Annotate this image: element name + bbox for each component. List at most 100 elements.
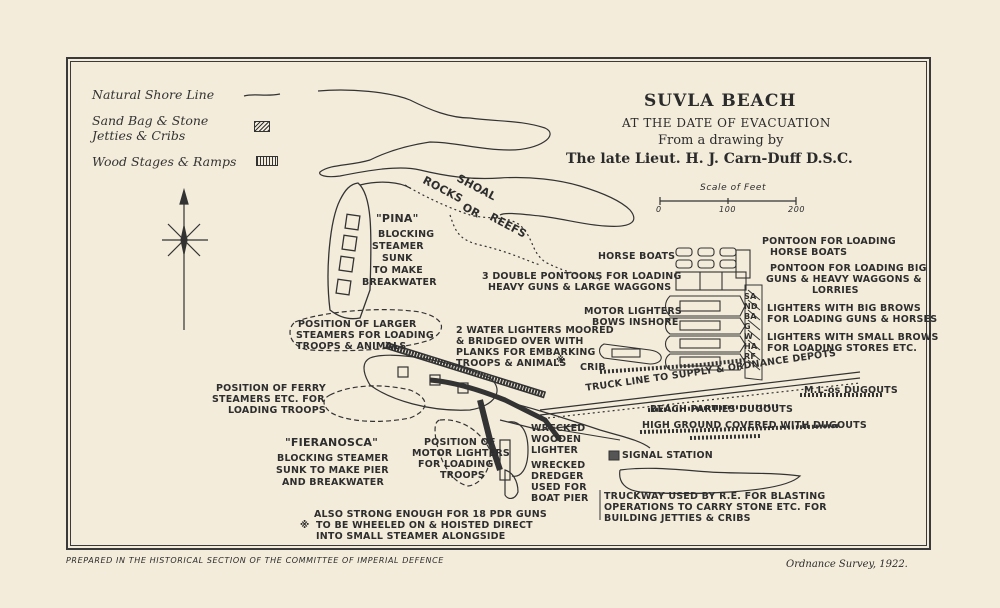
legend-sand-swatch	[254, 121, 270, 132]
motor-lighters-pos-1: POSITION OF	[424, 437, 496, 448]
pina-desc-1: BLOCKING	[378, 229, 435, 240]
wrecked-dredger-1: WRECKED	[531, 460, 586, 471]
pina-steamer	[327, 182, 372, 320]
motor-lighter-1	[598, 343, 662, 365]
legend-shore-sample	[243, 93, 281, 97]
scale-tick-100: 100	[719, 205, 737, 214]
also-strong-2: TO BE WHEELED ON & HOISTED DIRECT	[316, 520, 533, 531]
double-pontoons-2: HEAVY GUNS & LARGE WAGGONS	[488, 282, 672, 293]
water-lighters-3: PLANKS FOR EMBARKING	[456, 347, 596, 358]
wrecked-wooden-lighter	[507, 421, 529, 477]
ferry-3: LOADING TROOPS	[228, 405, 326, 416]
legend-wood-swatch	[256, 156, 278, 166]
map-frame-outer	[66, 57, 931, 550]
legend-sand-label-2: Jetties & Cribs	[92, 128, 186, 143]
pina-desc-4: TO MAKE	[373, 265, 423, 276]
wrecked-dredger-2: DREDGER	[531, 471, 584, 482]
map-subtitle-3: The late Lieut. H. J. Carn-Duff D.S.C.	[566, 151, 853, 167]
wrecked-lighter-2: WOODEN	[531, 434, 582, 445]
fieranosca-desc-1: BLOCKING STEAMER	[277, 453, 389, 464]
wrecked-dredger-4: BOAT PIER	[531, 493, 589, 504]
north-shoreline-2	[359, 181, 411, 189]
south-shoreline	[619, 467, 802, 495]
truckway-line	[559, 429, 621, 441]
footer-survey: Ordnance Survey, 1922.	[786, 559, 908, 570]
scale-tick-0: 0	[656, 205, 662, 214]
larger-steamers-3: TROOPS & ANIMALS	[296, 341, 407, 352]
larger-steamers-1: POSITION OF LARGER	[298, 319, 417, 330]
horse-boats-label: HORSE BOATS	[598, 251, 676, 262]
fieranosca-desc-3: AND BREAKWATER	[282, 477, 385, 488]
truckway-2: OPERATIONS TO CARRY STONE ETC. FOR	[604, 502, 827, 513]
big-brows-2: FOR LOADING GUNS & HORSES	[767, 314, 938, 325]
main-jetty	[363, 341, 581, 471]
fieranosca-desc-2: SUNK TO MAKE PIER	[276, 465, 389, 476]
pontoon-horse-1: PONTOON FOR LOADING	[762, 236, 896, 247]
map-subtitle-1: AT THE DATE OF EVACUATION	[622, 116, 831, 130]
wrecked-dredger-3: USED FOR	[531, 482, 587, 493]
pontoon-guns-3: LORRIES	[812, 285, 859, 296]
larger-steamers-outline	[289, 309, 442, 352]
sandbag-wharf	[744, 284, 763, 381]
motor-lighters-1: MOTOR LIGHTERS	[584, 306, 682, 317]
shoal-outline-2	[449, 214, 541, 266]
legend-wood-label: Wood Stages & Ramps	[92, 154, 237, 169]
motor-lighters-2: BOWS INSHORE	[592, 317, 679, 328]
map-frame-inner	[70, 61, 927, 546]
larger-steamers-2: STEAMERS FOR LOADING	[296, 330, 434, 341]
scale-tick-200: 200	[788, 205, 806, 214]
also-strong-3: INTO SMALL STEAMER ALONGSIDE	[316, 531, 506, 542]
legend-sand-label-1: Sand Bag & Stone	[92, 113, 209, 128]
double-pontoons-1: 3 DOUBLE PONTOONS FOR LOADING	[482, 271, 682, 282]
ferry-2: STEAMERS ETC. FOR	[212, 394, 325, 405]
ferry-1: POSITION OF FERRY	[216, 383, 327, 394]
truck-line	[539, 371, 861, 419]
truckway-3: BUILDING JETTIES & CRIBS	[604, 513, 751, 524]
pontoon-horse-2: HORSE BOATS	[770, 247, 848, 258]
crib-label: CRIB	[580, 362, 606, 373]
beach-hatch	[599, 358, 746, 374]
motor-lighters-pos-3: FOR LOADING	[418, 459, 494, 470]
wrecked-dredger	[504, 469, 519, 499]
footer-prepared: PREPARED IN THE HISTORICAL SECTION OF TH…	[66, 556, 444, 565]
water-lighters-2: & BRIDGED OVER WITH	[456, 336, 584, 347]
high-ground-hatch	[639, 424, 841, 434]
pina-desc-2: STEAMER	[372, 241, 424, 252]
beach-dugouts-label: BEACH PARTIES DUGOUTS	[650, 404, 794, 415]
pina-desc-5: BREAKWATER	[362, 277, 437, 288]
signal-station-label: SIGNAL STATION	[622, 450, 713, 461]
also-strong-1: ALSO STRONG ENOUGH FOR 18 PDR GUNS	[314, 509, 547, 520]
motor-lighters-outline	[434, 419, 491, 487]
ml-dugouts-label: M.L-os DUGOUTS	[804, 385, 898, 396]
north-shoreline	[317, 89, 635, 227]
wrecked-lighter-3: LIGHTER	[531, 445, 579, 456]
small-brows-1: LIGHTERS WITH SMALL BROWS	[767, 332, 939, 343]
big-brows-1: LIGHTERS WITH BIG BROWS	[767, 303, 921, 314]
pina-name: "PINA"	[376, 212, 419, 225]
shoal-outline	[404, 184, 601, 281]
map-subtitle-2: From a drawing by	[658, 133, 784, 148]
motor-lighters-pos-4: TROOPS	[440, 470, 485, 481]
legend-shore-label: Natural Shore Line	[92, 87, 215, 102]
motor-lighters-pos-2: MOTOR LIGHTERS	[412, 448, 510, 459]
signal-station-icon	[608, 450, 620, 461]
pina-desc-3: SUNK	[382, 253, 413, 264]
pontoon-guns-1: PONTOON FOR LOADING BIG	[770, 263, 927, 274]
pontoon-guns-2: GUNS & HEAVY WAGGONS &	[766, 274, 922, 285]
compass-rose	[162, 187, 208, 330]
scale-title: Scale of Feet	[700, 183, 767, 193]
map-title: SUVLA BEACH	[644, 91, 797, 111]
south-coast-line	[499, 399, 651, 449]
water-lighters-1: 2 WATER LIGHTERS MOORED	[456, 325, 614, 336]
small-brows-2: FOR LOADING STORES ETC.	[767, 343, 918, 354]
water-lighters-4: TROOPS & ANIMALS	[456, 358, 567, 369]
fieranosca-name: "FIERANOSCA"	[285, 436, 379, 449]
pontoon-cluster	[598, 247, 751, 371]
high-ground-label: HIGH GROUND COVERED WITH DUGOUTS	[642, 420, 867, 431]
also-strong-asterisk: ※	[300, 520, 310, 531]
sandbag-wharf-label: SANDBAG WHARF	[744, 292, 758, 361]
truckway-1: TRUCKWAY USED BY R.E. FOR BLASTING	[604, 491, 826, 502]
wrecked-lighter-1: WRECKED	[531, 423, 586, 434]
asterisk-mark: ※	[556, 355, 566, 366]
